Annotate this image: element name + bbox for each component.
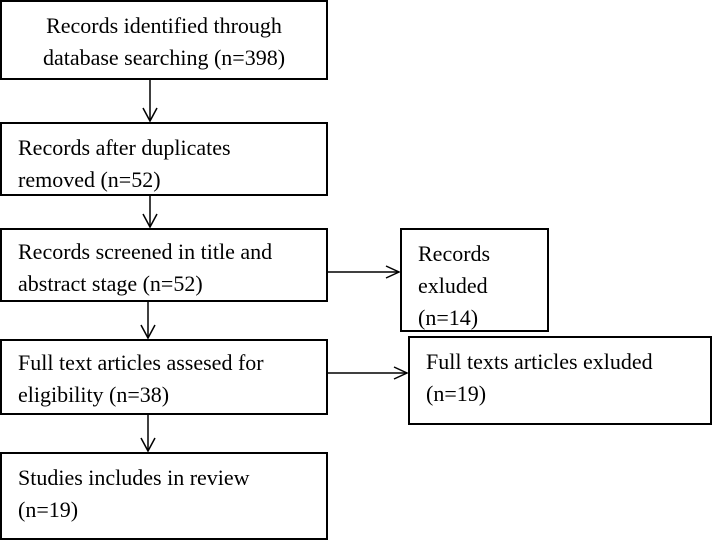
full-text-assessed-box: Full text articles assesed for eligibili…: [0, 339, 328, 415]
records-screened-box: Records screened in title and abstract s…: [0, 228, 328, 302]
arrow-screened-to-fulltext: [140, 302, 156, 340]
full-text-assessed-line1: Full text articles assesed for: [18, 350, 264, 375]
records-screened-line1: Records screened in title and: [18, 239, 273, 264]
full-text-excluded-line2: (n=19): [426, 381, 487, 406]
records-screened-line2: abstract stage (n=52): [18, 271, 203, 296]
arrow-fulltext-to-included: [140, 415, 156, 453]
full-text-excluded-line1: Full texts articles exluded: [426, 349, 653, 374]
records-identified-box: Records identified through database sear…: [0, 0, 328, 80]
records-excluded-line1: Records: [418, 241, 491, 266]
records-excluded-box: Records exluded (n=14): [400, 228, 549, 332]
records-identified-line1: Records identified through: [46, 13, 282, 38]
full-text-excluded-box: Full texts articles exluded (n=19): [408, 336, 712, 425]
studies-included-line1: Studies includes in review: [18, 465, 250, 490]
full-text-assessed-line2: eligibility (n=38): [18, 382, 170, 407]
duplicates-removed-box: Records after duplicates removed (n=52): [0, 122, 328, 196]
duplicates-removed-line1: Records after duplicates: [18, 135, 231, 160]
records-excluded-line3: (n=14): [418, 305, 479, 330]
studies-included-box: Studies includes in review (n=19): [0, 452, 328, 540]
arrow-fulltext-to-excluded: [328, 366, 409, 380]
arrow-screened-to-excluded: [328, 265, 401, 279]
records-identified-line2: database searching (n=398): [42, 45, 286, 70]
studies-included-line2: (n=19): [18, 497, 79, 522]
arrow-identified-to-duplicates: [142, 80, 158, 123]
duplicates-removed-line2: removed (n=52): [18, 167, 161, 192]
arrow-duplicates-to-screened: [142, 196, 158, 229]
records-excluded-line2: exluded: [418, 273, 488, 298]
